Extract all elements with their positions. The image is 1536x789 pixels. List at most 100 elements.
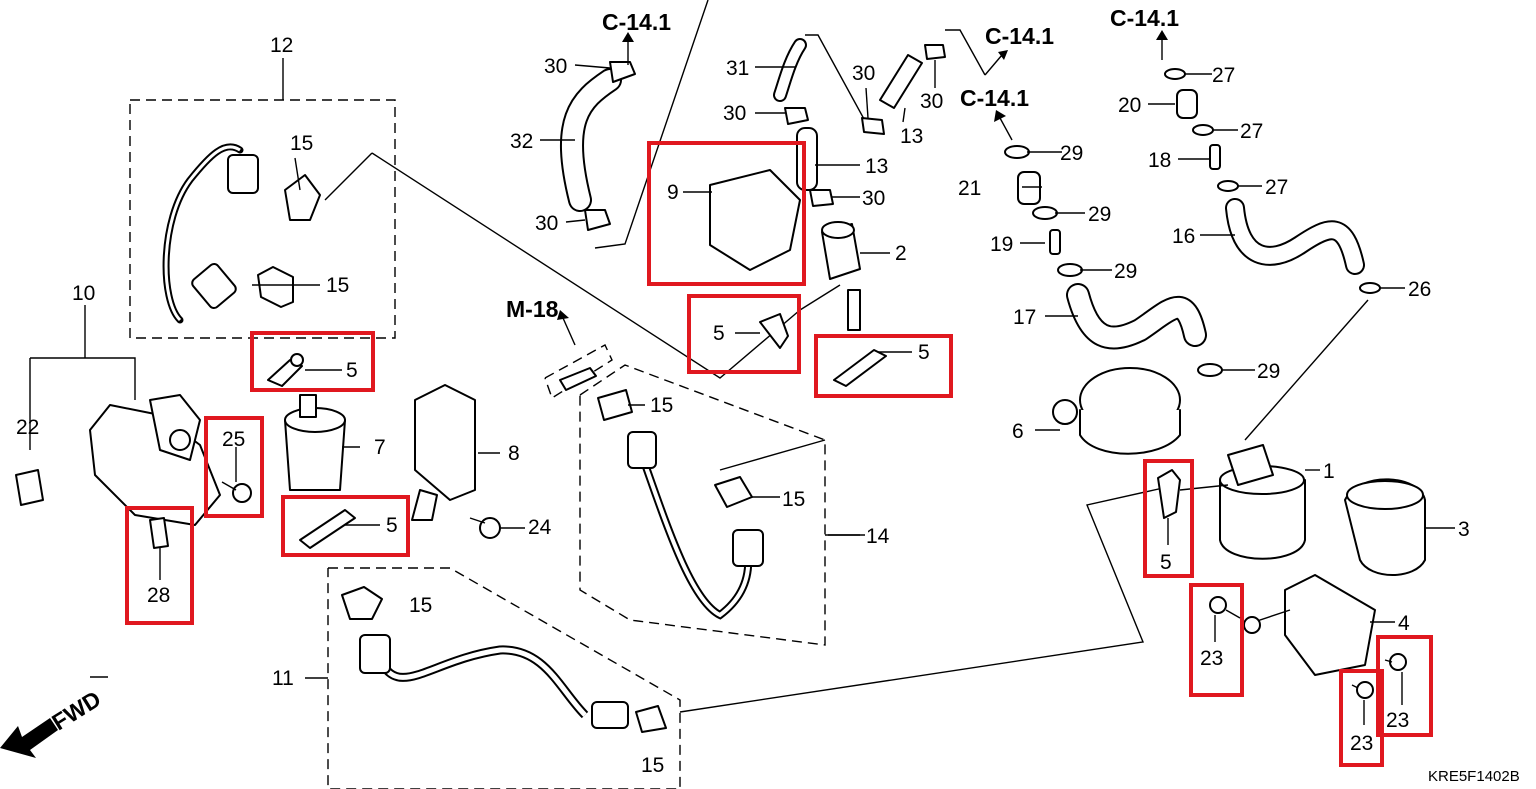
callout-32: 32 <box>510 130 533 153</box>
callout-27-c: 27 <box>1265 176 1288 199</box>
m18-outline <box>544 344 613 400</box>
callout-24: 24 <box>528 516 552 539</box>
callout-14: 14 <box>866 525 890 548</box>
callout-8: 8 <box>508 442 520 465</box>
harness-11 <box>341 586 667 733</box>
callout-29-c: 29 <box>1114 260 1137 283</box>
bolt-24 <box>469 517 501 539</box>
callout-31: 31 <box>726 57 749 80</box>
callout-25: 25 <box>222 428 245 451</box>
callout-29-a: 29 <box>1060 142 1083 165</box>
callout-15-e: 15 <box>409 594 432 617</box>
hose-17 <box>1066 283 1207 350</box>
highlight-28: 28 <box>125 506 194 625</box>
callout-19: 19 <box>990 233 1013 256</box>
highlight-25: 25 <box>204 416 264 518</box>
callout-5-d: 5 <box>386 514 398 537</box>
highlight-5-d: 5 <box>281 495 410 557</box>
callout-4: 4 <box>1398 612 1410 635</box>
callout-15-d: 15 <box>782 488 805 511</box>
callout-29-d: 29 <box>1257 360 1280 383</box>
highlight-5-b: 5 <box>687 294 801 374</box>
holder-8 <box>411 384 476 521</box>
callout-15-a: 15 <box>290 132 313 155</box>
callout-16: 16 <box>1172 225 1195 248</box>
callout-9: 9 <box>667 181 679 204</box>
callout-26: 26 <box>1408 278 1431 301</box>
ref-c141-top-left: C-14.1 <box>602 9 671 35</box>
callout-27-a: 27 <box>1212 64 1235 87</box>
callout-20: 20 <box>1118 94 1141 117</box>
ref-c141-top-middle: C-14.1 <box>985 23 1054 49</box>
callout-6: 6 <box>1012 420 1024 443</box>
highlight-5-a: 5 <box>250 331 375 392</box>
callout-30-a: 30 <box>544 55 567 78</box>
ref-c141-top-right: C-14.1 <box>1110 5 1179 31</box>
callout-27-b: 27 <box>1240 120 1263 143</box>
cover-6 <box>1052 367 1181 455</box>
hose-16 <box>1225 198 1365 275</box>
assembly-12-outline <box>129 58 396 339</box>
callout-12: 12 <box>270 34 293 57</box>
callout-30-c: 30 <box>723 102 746 125</box>
callout-23-c: 23 <box>1350 732 1373 755</box>
tube-20 <box>1176 89 1198 119</box>
holder-3 <box>1344 478 1426 576</box>
assembly-10-bracket <box>29 305 136 450</box>
callout-leaders <box>90 60 1455 678</box>
tube-21 <box>1017 171 1041 205</box>
callout-7: 7 <box>374 436 386 459</box>
assembly-11-outline <box>305 567 681 789</box>
bracket-10 <box>89 394 221 526</box>
callout-22: 22 <box>16 416 39 439</box>
highlight-23-a: 23 <box>1189 583 1244 697</box>
highlight-5-e: 5 <box>1143 459 1194 578</box>
highlight-9: 9 <box>647 141 806 286</box>
callout-23-a: 23 <box>1200 647 1223 670</box>
fwd-label: FWD <box>47 686 105 736</box>
harness-14 <box>597 389 764 620</box>
highlight-5-c: 5 <box>814 334 953 398</box>
callout-21: 21 <box>958 177 981 200</box>
fwd-arrow-icon: FWD <box>0 686 105 758</box>
callout-3: 3 <box>1458 518 1470 541</box>
m18-part <box>559 367 597 391</box>
joints-18-19 <box>1049 144 1221 255</box>
callout-29-b: 29 <box>1088 203 1111 226</box>
ref-m18: M-18 <box>506 296 559 322</box>
highlight-23-c: 23 <box>1339 669 1384 767</box>
callout-17: 17 <box>1013 306 1036 329</box>
pump-1 <box>1179 444 1306 560</box>
clamps-30 <box>584 44 946 231</box>
callout-5-c: 5 <box>918 341 930 364</box>
callout-30-e: 30 <box>920 90 943 113</box>
callout-2: 2 <box>895 242 907 265</box>
filter-7 <box>284 394 346 491</box>
callout-13-b: 13 <box>865 155 888 178</box>
callout-11: 11 <box>272 667 294 690</box>
callout-13-a: 13 <box>900 125 923 148</box>
callout-5-a: 5 <box>346 359 358 382</box>
callout-18: 18 <box>1148 149 1171 172</box>
clips-26-27-29 <box>1004 68 1381 377</box>
callout-23-b: 23 <box>1386 709 1409 732</box>
diagram-code: KRE5F1402B <box>1428 768 1520 785</box>
callout-30-d: 30 <box>852 62 875 85</box>
callout-15-f: 15 <box>641 754 664 777</box>
highlight-23-b: 23 <box>1376 635 1433 737</box>
callout-1: 1 <box>1323 460 1335 483</box>
callout-15-c: 15 <box>650 394 673 417</box>
hose-32 <box>560 68 622 212</box>
callout-5-e: 5 <box>1160 551 1172 574</box>
cover-9 <box>709 169 801 271</box>
valve-2 <box>799 221 861 331</box>
callout-30-f: 30 <box>862 187 885 210</box>
cap-22 <box>15 469 44 506</box>
callout-28: 28 <box>147 584 170 607</box>
sub-harness-12 <box>162 143 321 324</box>
callout-5-b: 5 <box>713 322 725 345</box>
callout-15-b: 15 <box>326 274 349 297</box>
leader-lines <box>324 0 1369 713</box>
ref-c141-middle: C-14.1 <box>960 85 1029 111</box>
